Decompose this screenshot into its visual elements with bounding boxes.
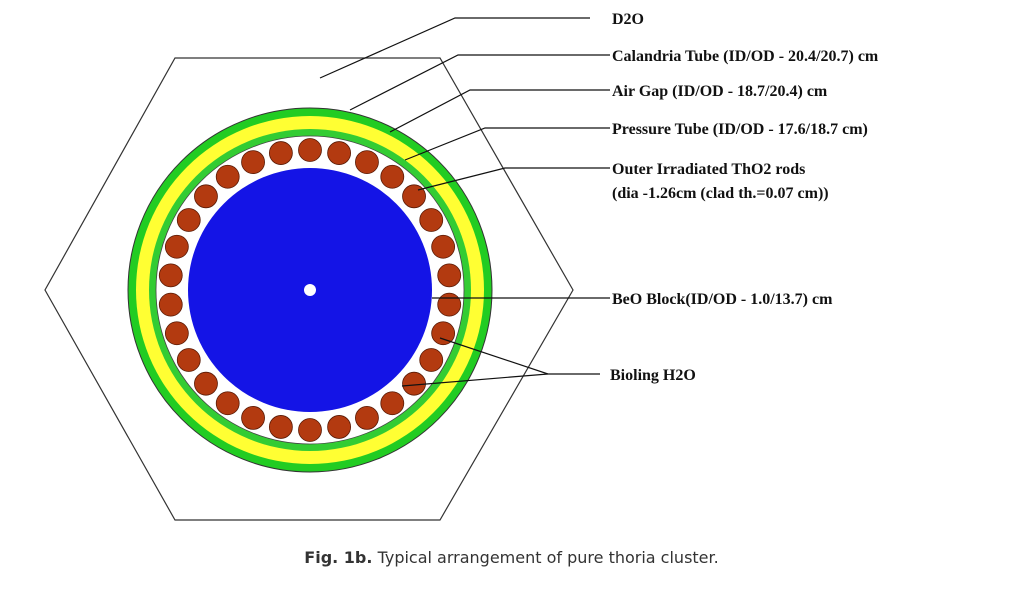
thoria-rod [194,184,218,209]
thoria-rod [241,150,265,175]
thoria-rod [298,418,322,442]
central-hole [304,284,316,296]
thoria-rod [355,150,379,175]
thoria-rod [158,263,183,288]
figure-caption: Fig. 1b. Typical arrangement of pure tho… [0,548,1023,567]
label-beo-block: BeO Block(ID/OD - 1.0/13.7) cm [612,291,833,308]
label-air-gap: Air Gap (ID/OD - 18.7/20.4) cm [612,83,828,100]
thoria-rod [380,164,405,189]
thoria-rod [419,208,444,232]
caption-figure-number: Fig. 1b. [304,548,373,567]
caption-text: Typical arrangement of pure thoria clust… [377,548,719,567]
thoria-rod [215,164,240,189]
thoria-rod [164,321,189,346]
thoria-rod [241,405,265,430]
thoria-rod [268,141,293,165]
thoria-rod [437,292,462,317]
thoria-rod [437,263,462,288]
thoria-rod [268,415,293,439]
thoria-rod-ring [158,138,462,442]
thoria-rod [176,348,201,372]
thoria-rod [431,321,456,346]
leader-lines [319,17,610,387]
thoria-rod [380,391,405,416]
leader-air-gap [389,89,610,133]
thoria-rod [298,138,322,162]
thoria-rod [431,234,456,259]
thoria-rod [402,371,426,396]
thoria-rod [327,415,352,439]
leader-pressure [404,127,610,161]
thoria-rod [419,348,444,372]
thoria-rod [194,371,218,396]
thoria-rod [327,141,352,165]
label-boiling-h2o: Bioling H2O [610,367,696,384]
thoria-rod [215,391,240,416]
label-thoria-rods-dimensions: (dia -1.26cm (clad th.=0.07 cm)) [612,185,829,202]
thoria-rod [158,292,183,317]
label-calandria-tube: Calandria Tube (ID/OD - 20.4/20.7) cm [612,48,879,65]
thoria-rod [176,208,201,232]
thoria-rod [355,405,379,430]
leader-rods [417,167,610,191]
thoria-rod [164,234,189,259]
label-thoria-rods: Outer Irradiated ThO2 rods [612,161,805,178]
thoria-rod [402,184,426,209]
leader-d2o [319,17,590,79]
leader-boiling-b [401,373,549,387]
label-pressure-tube: Pressure Tube (ID/OD - 17.6/18.7 cm) [612,121,868,138]
label-d2o: D2O [612,11,644,28]
leader-calandria [349,54,610,111]
